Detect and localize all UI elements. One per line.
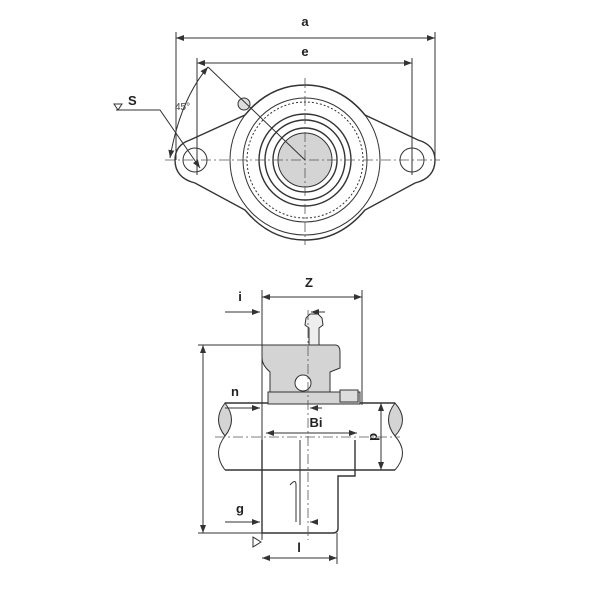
ball-icon xyxy=(294,374,312,392)
dim-label-s: S xyxy=(128,93,137,108)
surface-triangle-icon xyxy=(113,103,123,111)
dim-label-d: d xyxy=(367,433,382,441)
set-screw xyxy=(339,389,359,403)
dim-label-i: i xyxy=(238,289,242,304)
side-view: Z i n Bi d g l xyxy=(198,275,403,564)
dim-label-l: l xyxy=(297,540,301,555)
dim-label-z: Z xyxy=(305,275,313,290)
housing-top xyxy=(261,344,341,393)
dim-label-n: n xyxy=(231,384,239,399)
grease-nipple-top xyxy=(237,97,251,111)
dim-label-a: a xyxy=(301,14,309,29)
angle-label: 45° xyxy=(175,102,190,113)
housing-bottom xyxy=(261,440,356,534)
top-view: a e S 45° xyxy=(113,14,440,245)
dim-label-bi: Bi xyxy=(310,415,323,430)
surface-triangle-icon xyxy=(252,536,262,548)
dim-label-g: g xyxy=(236,501,244,516)
dim-label-e: e xyxy=(301,44,308,59)
